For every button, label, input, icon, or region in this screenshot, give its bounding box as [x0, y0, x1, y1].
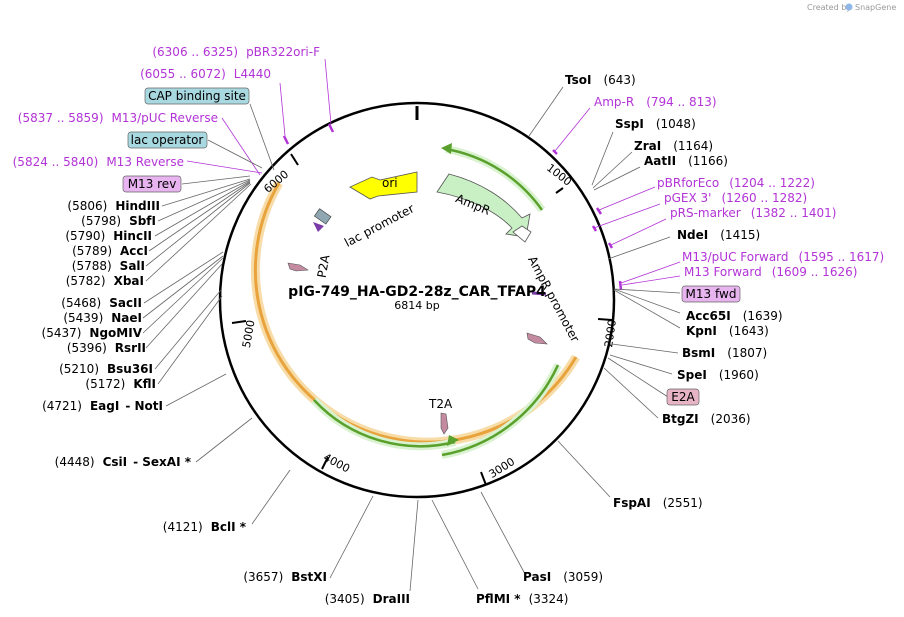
site-m13-puc-reverse[interactable]: (5837 .. 5859)M13/pUC Reverse — [18, 111, 218, 125]
site-eagi-noti[interactable]: (4721)EagI- NotI — [42, 399, 163, 413]
m13-fwd-site-mark — [531, 291, 547, 296]
primer-mark-pbrforeco — [595, 207, 603, 215]
site-bstxi[interactable]: (3657)BstXI — [243, 570, 327, 584]
site-amp-r[interactable]: Amp-R(794 .. 813) — [594, 95, 717, 109]
site-hindiii[interactable]: (5806)HindIII — [67, 199, 160, 213]
cap-binding-site-box[interactable] — [144, 87, 250, 105]
e2a-label: E2A — [671, 390, 695, 404]
green-arc-left-arrowhead — [447, 435, 459, 446]
site-kfli[interactable]: (5172)KflI — [85, 377, 156, 391]
primer-mark-l4440 — [282, 135, 290, 145]
ampr-promoter-arrow[interactable] — [512, 225, 532, 243]
site-prs-marker[interactable]: pRS-marker(1382 .. 1401) — [670, 206, 836, 220]
t2a-feature-arrow[interactable] — [440, 412, 449, 435]
ori-feature-arrow[interactable] — [349, 171, 418, 200]
right-site-labels: TsoI(643) Amp-R(794 .. 813) SspI(1048) Z… — [476, 73, 884, 606]
site-pbrforeco[interactable]: pBRforEco(1204 .. 1222) — [657, 176, 815, 190]
left-site-labels: (6306 .. 6325)pBR322ori-F (6055 .. 6072)… — [13, 45, 410, 606]
lac-operator-feature[interactable] — [313, 208, 332, 225]
m13-fwd-label: M13 fwd — [686, 287, 737, 301]
site-ngomiv[interactable]: (5437)NgoMIV — [42, 326, 143, 340]
primer-mark-m13pucfwd — [618, 280, 623, 291]
tick-1000: 1000 — [544, 161, 574, 188]
plasmid-name: pIG-749_HA-GD2-28z_CAR_TFAP4 — [288, 284, 546, 300]
site-bsu36i[interactable]: (5210)Bsu36I — [59, 362, 153, 376]
site-m13-puc-forward[interactable]: M13/pUC Forward(1595 .. 1617) — [682, 250, 884, 264]
site-naei[interactable]: (5439)NaeI — [63, 311, 142, 325]
site-pbr322ori-f[interactable]: (6306 .. 6325)pBR322ori-F — [152, 45, 320, 59]
m13-rev-label: M13 rev — [128, 177, 177, 191]
site-pasi[interactable]: PasI(3059) — [523, 570, 603, 584]
site-pflmi[interactable]: PflMI *(3324) — [476, 592, 568, 606]
site-pgex-3[interactable]: pGEX 3'(1260 .. 1282) — [664, 191, 807, 205]
p2a-label: P2A — [315, 253, 333, 279]
ampr-feature-arrow[interactable] — [436, 173, 531, 238]
t2a-label: T2A — [428, 397, 453, 411]
backbone-ticks — [231, 153, 613, 486]
site-bcli[interactable]: (4121)BclI * — [163, 520, 247, 534]
tick-2000: 2000 — [602, 319, 619, 349]
primer-mark-prs — [607, 242, 614, 249]
m13-rev-box[interactable] — [122, 175, 182, 193]
site-spei[interactable]: SpeI(1960) — [677, 368, 759, 382]
e2a-feature-arrow[interactable] — [526, 332, 548, 345]
site-ndei[interactable]: NdeI(1415) — [677, 228, 760, 242]
site-draiii[interactable]: (3405)DraIII — [325, 592, 410, 606]
site-l4440[interactable]: (6055 .. 6072)L4440 — [140, 67, 271, 81]
lac-promoter-label: lac promoter — [342, 201, 416, 249]
primer-mark-amp-r — [552, 149, 558, 155]
right-connectors — [431, 86, 681, 590]
site-rsrii[interactable]: (5396)RsrII — [67, 341, 146, 355]
m13-fwd-box[interactable] — [681, 285, 741, 303]
primer-mark-pbr322 — [327, 123, 335, 133]
site-hincii[interactable]: (5790)HincII — [65, 229, 152, 243]
lac-operator-label: lac operator — [131, 133, 204, 147]
site-zrai[interactable]: ZraI(1164) — [634, 139, 713, 153]
site-btgzi[interactable]: BtgZI(2036) — [662, 412, 751, 426]
snapgene-logo-icon — [845, 3, 853, 11]
created-by-text: Created by — [807, 3, 851, 12]
backbone-circle — [218, 101, 616, 499]
left-connectors — [142, 58, 419, 592]
green-arc-top — [445, 147, 544, 211]
site-sbfi[interactable]: (5798)SbfI — [81, 214, 156, 228]
cap-binding-site-label: CAP binding site — [148, 89, 246, 103]
e2a-box[interactable] — [666, 388, 700, 406]
lac-operator-box[interactable] — [127, 131, 208, 149]
site-bsmi[interactable]: BsmI(1807) — [682, 346, 767, 360]
site-acci[interactable]: (5789)AccI — [72, 244, 148, 258]
ori-label: ori — [382, 176, 398, 190]
lac-promoter-arrowhead — [313, 222, 324, 232]
snapgene-brand: SnapGene — [855, 3, 896, 12]
site-sspi[interactable]: SspI(1048) — [615, 117, 696, 131]
p2a-feature-arrow[interactable] — [287, 262, 309, 272]
site-kpni[interactable]: KpnI(1643) — [686, 324, 769, 338]
site-fspai[interactable]: FspAI(2551) — [613, 496, 703, 510]
site-csii-sexai[interactable]: (4448)CsiI- SexAI * — [55, 455, 192, 469]
site-m13-reverse[interactable]: (5824 .. 5840)M13 Reverse — [13, 155, 184, 169]
site-sali[interactable]: (5788)SalI — [72, 259, 145, 273]
site-sacii[interactable]: (5468)SacII — [61, 296, 142, 310]
plasmid-length: 6814 bp — [394, 299, 439, 312]
tick-5000: 5000 — [240, 319, 258, 349]
site-aatii[interactable]: AatII(1166) — [644, 154, 728, 168]
site-xbai[interactable]: (5782)XbaI — [66, 274, 144, 288]
green-arc-left — [313, 399, 456, 448]
tick-4000: 4000 — [321, 451, 352, 476]
green-arc-top-arrowhead — [441, 143, 452, 154]
site-acc65i[interactable]: Acc65I(1639) — [686, 309, 783, 323]
site-m13-forward[interactable]: M13 Forward(1609 .. 1626) — [684, 265, 857, 279]
green-arc-right — [441, 364, 560, 457]
primer-mark-pgex — [591, 225, 598, 232]
site-tsoi[interactable]: TsoI(643) — [565, 73, 636, 87]
